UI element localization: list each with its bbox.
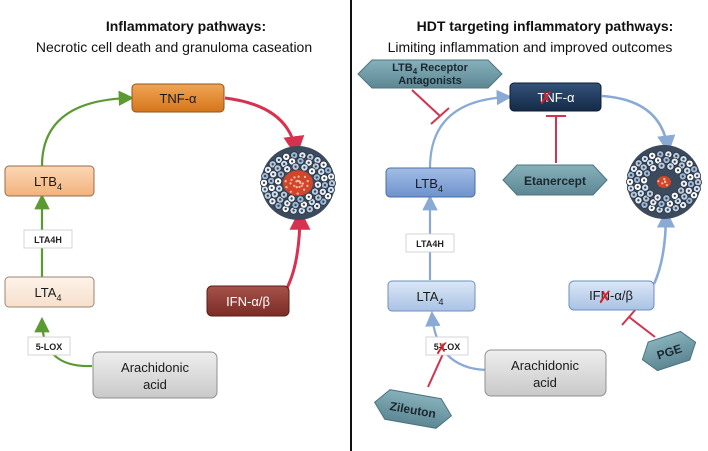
node-arachidonic-line1: Arachidonic [121, 360, 189, 375]
node-ifn-right-label: IFN-α/β [589, 288, 633, 303]
svg-text:LTB4: LTB4 [415, 176, 443, 194]
svg-text:LTA4: LTA4 [417, 289, 444, 307]
enzyme-lta4h-right: LTA4H [405, 233, 455, 253]
enzyme-5-lox: 5-LOX [27, 336, 71, 356]
drug-ltb4-label-line2: Antagonists [398, 75, 462, 87]
node-tnf-alpha: TNF-α [131, 83, 225, 113]
node-arachidonic-right-line2: acid [533, 375, 557, 390]
arrow-ifn-to-granuloma-right [652, 209, 676, 285]
svg-text:LTB4 Receptor: LTB4 Receptor [392, 62, 468, 76]
node-arachidonic-acid: Arachidonic acid [92, 351, 218, 399]
inhibition-pge [621, 308, 656, 338]
arrow-tnf-to-granuloma [224, 96, 305, 158]
node-lta4-right: LTA4 [387, 280, 476, 312]
arrow-ifn-to-granuloma [285, 208, 311, 289]
drug-ltb4-label-sub: 4 [413, 67, 418, 76]
node-lta4-right-subscript: 4 [438, 297, 443, 307]
node-arachidonic-right-line1: Arachidonic [511, 358, 579, 373]
left-title: Inflammatory pathways: [106, 18, 266, 34]
node-ifn-alpha-beta: IFN-α/β [206, 285, 290, 317]
node-ltb4-label: LTB [34, 174, 57, 189]
arrow-ltb4-to-tnf-right [428, 89, 513, 169]
node-ltb4-right-label: LTB [415, 176, 438, 191]
drug-etanercept-label: Etanercept [524, 174, 586, 188]
granuloma-image-right [626, 145, 703, 219]
node-ifn-label: IFN-α/β [226, 294, 270, 309]
right-panel: HDT targeting inflammatory pathways: Lim… [357, 18, 703, 429]
drug-ltb4-label-main: LTB [392, 62, 413, 74]
enzyme-5-lox-right-label: 5-LOX [434, 342, 461, 352]
node-lta4-right-label: LTA [417, 289, 439, 304]
blocked-x-tnf: ✗ [539, 89, 553, 109]
inhibition-ltb4-receptor [411, 89, 450, 125]
arrow-arachidonic-to-lta4 [34, 316, 93, 368]
arrow-ltb4-to-tnf [40, 90, 135, 167]
node-tnf-alpha-label: TNF-α [159, 91, 197, 106]
node-lta4-label: LTA [35, 285, 57, 300]
drug-ltb4-receptor-antagonists: LTB4 Receptor Antagonists [357, 59, 503, 89]
drug-pge: PGE [641, 330, 697, 372]
granuloma-image [259, 146, 336, 220]
drug-etanercept: Etanercept [502, 164, 608, 196]
left-subtitle: Necrotic cell death and granuloma caseat… [36, 39, 312, 55]
enzyme-5-lox-label: 5-LOX [36, 342, 63, 352]
drug-zileuton: Zileuton [373, 389, 453, 429]
enzyme-lta4h-right-label: LTA4H [416, 239, 444, 249]
svg-text:LTB4: LTB4 [34, 174, 62, 192]
node-tnf-alpha-right: TNF-α ✗ [509, 82, 602, 112]
enzyme-5-lox-right: 5-LOX ✗ [425, 336, 469, 358]
node-lta4-subscript: 4 [56, 293, 61, 303]
node-arachidonic-line2: acid [143, 377, 167, 392]
node-ltb4-right: LTB4 [385, 167, 476, 198]
left-panel: Inflammatory pathways: Necrotic cell dea… [4, 18, 336, 399]
node-ltb4: LTB4 [4, 165, 95, 197]
right-subtitle: Limiting inflammation and improved outco… [388, 39, 673, 55]
right-title: HDT targeting inflammatory pathways: [417, 18, 674, 34]
node-ltb4-right-subscript: 4 [438, 184, 443, 194]
node-tnf-alpha-right-label: TNF-α [537, 90, 575, 105]
svg-text:LTA4: LTA4 [35, 285, 62, 303]
node-ltb4-subscript: 4 [57, 182, 62, 192]
arrow-tnf-to-granuloma-right [601, 94, 676, 154]
node-arachidonic-acid-right: Arachidonic acid [484, 349, 607, 397]
enzyme-lta4h-label: LTA4H [34, 235, 62, 245]
node-lta4: LTA4 [4, 276, 95, 308]
blocked-x-5-lox: ✗ [435, 339, 448, 358]
blocked-x-ifn: ✗ [598, 288, 612, 308]
drug-ltb4-label-rest: Receptor [417, 62, 468, 74]
inhibition-etanercept [546, 115, 566, 163]
node-ifn-alpha-beta-right: IFN-α/β ✗ [568, 280, 655, 311]
enzyme-lta4h: LTA4H [23, 229, 73, 249]
